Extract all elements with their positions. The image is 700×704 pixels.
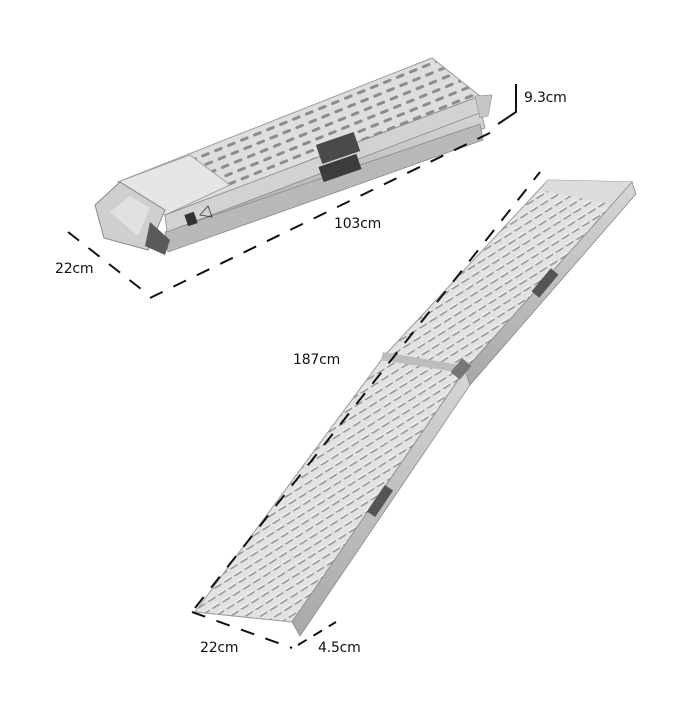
folded-ramp (94, 57, 493, 255)
dimension-lines (67, 84, 541, 649)
warning-label-icon (184, 211, 198, 227)
unfolded-width-label: 22cm (200, 640, 239, 656)
unfolded-thickness-label: 4.5cm (318, 640, 361, 656)
folded-height-label: 9.3cm (524, 90, 567, 106)
hinge-icon (315, 132, 361, 164)
folded-width-label: 22cm (55, 261, 94, 277)
unfolded-ramp (194, 179, 637, 637)
folded-length-label: 103cm (334, 216, 382, 232)
hinge-icon (366, 484, 394, 518)
unfolded-length-label: 187cm (293, 352, 341, 368)
